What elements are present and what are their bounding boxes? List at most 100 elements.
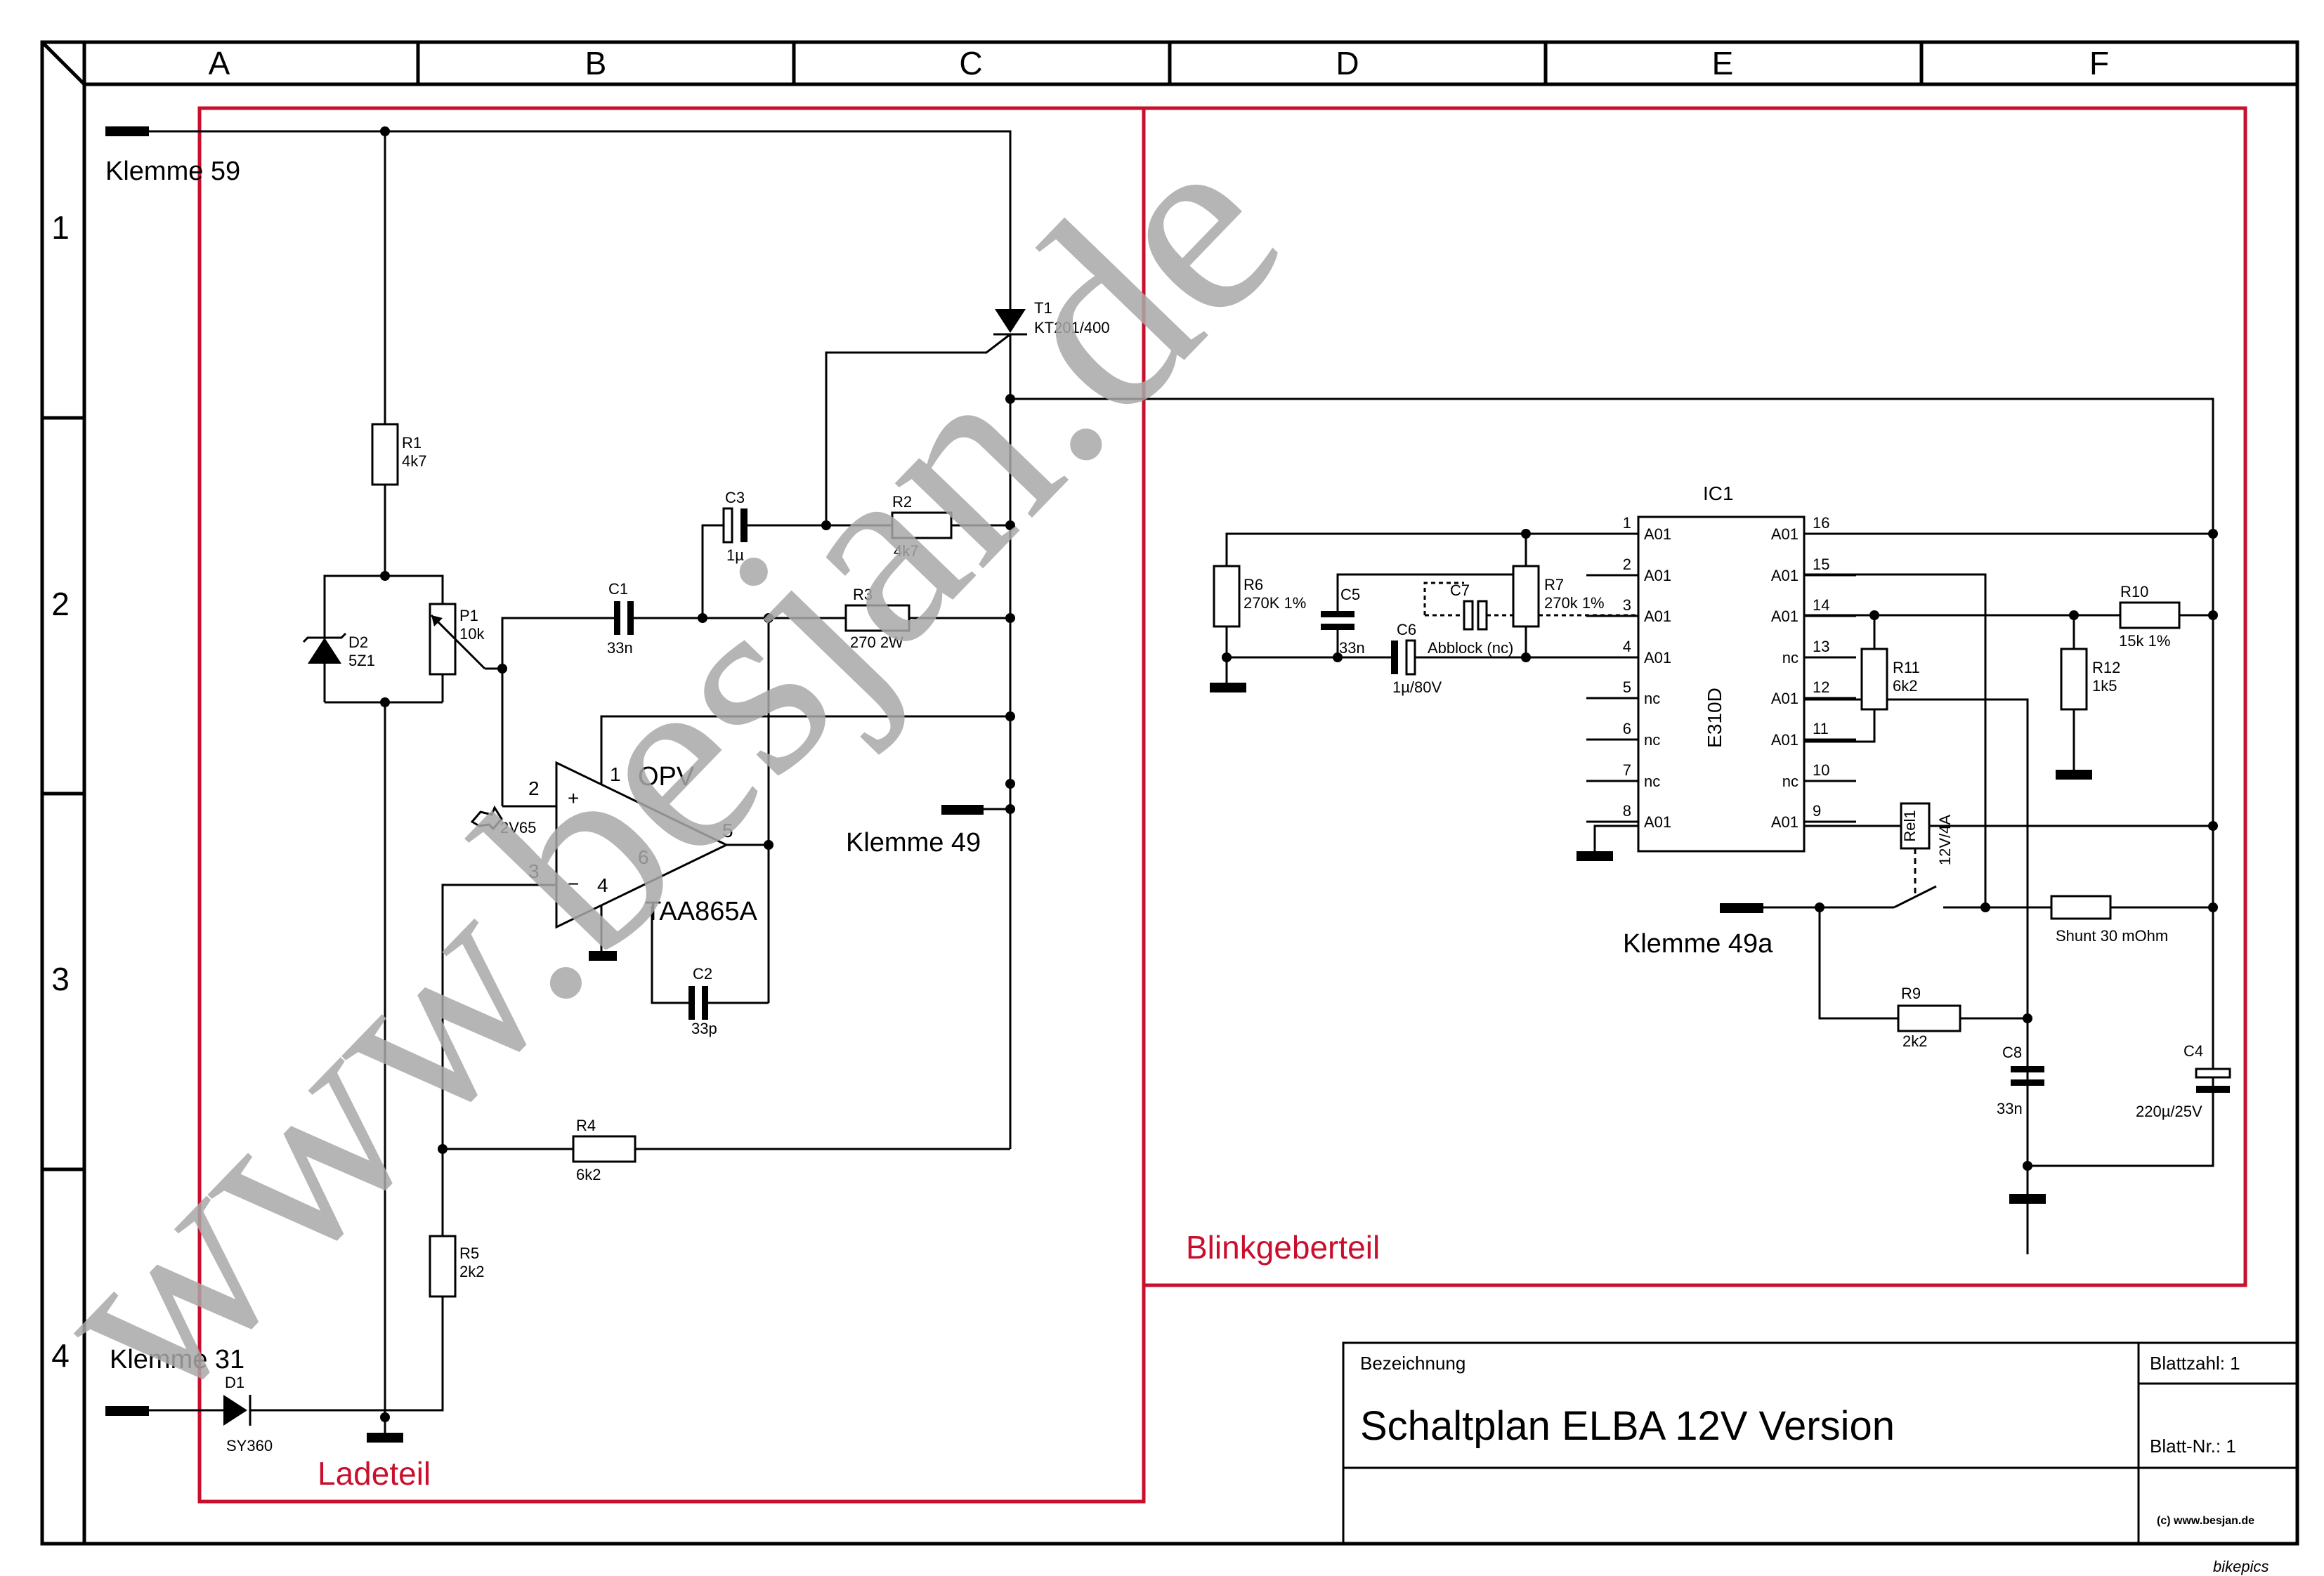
c2-value: 33p (691, 1020, 717, 1037)
rel1-ref: Rel1 (1901, 810, 1919, 841)
ic1-pin-7: 7nc (1586, 761, 1660, 790)
r12-ref: R12 (2092, 659, 2120, 676)
p1-ref: P1 (459, 607, 478, 624)
blinkgeberteil-section-border (1142, 106, 2247, 1287)
ic1-pin-name: A01 (1771, 608, 1799, 625)
c3-electrolytic-capacitor (722, 507, 733, 544)
klemme-49a-terminal (1720, 903, 1763, 913)
ic1-pin-6: 6nc (1586, 720, 1660, 749)
r7-value: 270k 1% (1544, 594, 1605, 612)
ic1-pin-name: nc (1644, 690, 1660, 707)
r10-value: 15k 1% (2119, 632, 2170, 650)
r5-value: 2k2 (459, 1263, 484, 1280)
opv-pin-5: 5 (722, 820, 733, 841)
opv-plus-sign: + (568, 787, 579, 809)
opv-value: TAA865A (645, 897, 757, 926)
r5-resistor (429, 1235, 457, 1298)
ic1-pin-name: nc (1782, 649, 1799, 666)
opv-pin-4: 4 (597, 874, 608, 896)
r7-ref: R7 (1544, 576, 1564, 593)
r3-ref: R3 (853, 586, 873, 603)
row-label-4: 4 (51, 1337, 70, 1374)
r3-value: 270 2W (850, 633, 903, 651)
opv-pin-6: 6 (638, 846, 649, 868)
ic1-pin-name: nc (1644, 773, 1660, 790)
r11-value: 6k2 (1893, 677, 1917, 695)
r9-resistor (1897, 1004, 1961, 1032)
c3-ref: C3 (725, 489, 745, 506)
opv-pin-1: 1 (610, 763, 621, 785)
drawing-frame (40, 40, 2299, 1546)
r4-resistor (572, 1135, 637, 1163)
ic1-pin-name: nc (1644, 731, 1660, 749)
ic1-pin-name: A01 (1644, 567, 1671, 584)
ic1-pin-name: A01 (1771, 690, 1799, 707)
title-block-blatt-nr: Blatt-Nr.: 1 (2150, 1436, 2236, 1457)
ic1-pin-name: A01 (1771, 525, 1799, 543)
c8-ref: C8 (2002, 1044, 2022, 1061)
ic1-pin-5: 5nc (1586, 678, 1660, 707)
c8-capacitor (2011, 1066, 2044, 1072)
c2-capacitor (688, 986, 695, 1020)
r6-ref: R6 (1243, 576, 1263, 593)
c6-ref: C6 (1397, 621, 1416, 638)
column-label-f: F (2089, 45, 2109, 81)
d2-ref: D2 (348, 633, 368, 651)
d2-value: 5Z1 (348, 652, 375, 669)
ic1-pin-number: 10 (1813, 761, 1829, 779)
r5-ref: R5 (459, 1245, 479, 1262)
ic1-pin-number: 1 (1623, 514, 1631, 532)
column-label-e: E (1712, 45, 1734, 81)
c7-capacitor-nc (1463, 600, 1474, 631)
c3-value: 1µ (726, 546, 744, 564)
opv-ref: OPV (638, 762, 695, 792)
r9-value: 2k2 (1902, 1032, 1927, 1050)
ic1-pin-number: 8 (1623, 802, 1631, 820)
r12-value: 1k5 (2092, 677, 2117, 695)
p1-potentiometer (429, 603, 457, 676)
ic1-pin-name: nc (1782, 773, 1799, 790)
klemme-59-terminal (105, 126, 149, 136)
c6-electrolytic-capacitor (1391, 641, 1398, 674)
column-labels: A B C D E F (209, 45, 2109, 81)
ic1-pin-number: 4 (1623, 638, 1631, 655)
ref-voltage-arrow-icon (470, 805, 503, 831)
t1-thyristor (995, 309, 1026, 333)
opv-pin-2: 2 (528, 777, 540, 799)
rel1-value: 12V/4A (1936, 815, 1954, 865)
r7-resistor (1512, 565, 1540, 628)
d1-ref: D1 (225, 1374, 244, 1391)
title-block-bezeichnung-label: Bezeichnung (1360, 1353, 1465, 1374)
c7-ref: C7 (1450, 582, 1470, 599)
ic1-pin-number: 11 (1813, 720, 1829, 737)
c4-value: 220µ/25V (2136, 1103, 2202, 1120)
klemme-49a-label: Klemme 49a (1623, 929, 1773, 959)
column-label-b: B (585, 45, 607, 81)
r11-resistor (1860, 648, 1888, 711)
row-labels: 1 2 3 4 (51, 209, 70, 1374)
r12-resistor (2060, 648, 2088, 711)
t1-ref: T1 (1034, 299, 1052, 317)
ic1-pin-name: A01 (1771, 731, 1799, 749)
ic1-pin-number: 2 (1623, 556, 1631, 573)
row-label-1: 1 (51, 209, 70, 246)
c8-value: 33n (1997, 1100, 2023, 1117)
t1-value: KT201/400 (1034, 319, 1110, 336)
ic1-value: E310D (1704, 688, 1725, 748)
column-label-a: A (209, 45, 230, 81)
c4-electrolytic-capacitor (2195, 1068, 2231, 1079)
klemme-49-label: Klemme 49 (846, 828, 981, 858)
d1-value: SY360 (226, 1437, 273, 1454)
opv-minus-sign: − (568, 873, 579, 895)
r6-resistor (1213, 565, 1241, 628)
blinkgeberteil-label: Blinkgeberteil (1186, 1229, 1380, 1266)
shunt-value: Shunt 30 mOhm (2056, 927, 2168, 945)
column-label-d: D (1336, 45, 1359, 81)
opv-amplifier (555, 761, 729, 929)
r1-value: 4k7 (402, 452, 426, 470)
